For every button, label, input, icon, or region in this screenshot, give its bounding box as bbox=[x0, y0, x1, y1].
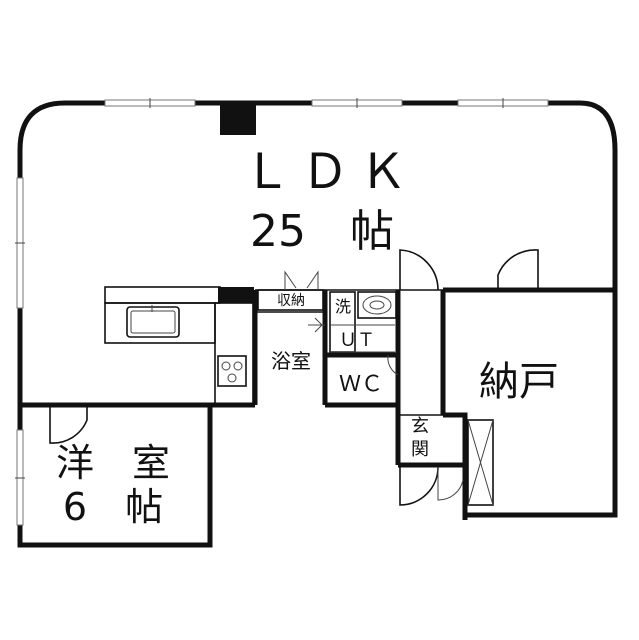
entrance-label-2: 関 bbox=[411, 439, 429, 460]
ldk-size-label: 25 帖 bbox=[250, 206, 394, 257]
bath-label: 浴室 bbox=[271, 349, 311, 373]
storage-label: 納戸 bbox=[479, 359, 559, 405]
pillar bbox=[220, 103, 256, 135]
kitchen-counter bbox=[104, 286, 254, 406]
washroom bbox=[308, 291, 397, 353]
closet bbox=[257, 270, 324, 311]
ldk-label: ＬＤＫ bbox=[243, 144, 417, 200]
interior-walls bbox=[210, 287, 615, 520]
entrance-label-1: 玄 bbox=[411, 416, 429, 437]
washer-label: 洗 bbox=[335, 297, 351, 316]
windows-top bbox=[104, 98, 549, 108]
western-room-size-label: 6 帖 bbox=[63, 485, 163, 529]
doors bbox=[49, 249, 539, 506]
wc-label: ＷＣ bbox=[339, 372, 383, 397]
western-room-label: 洋 室 bbox=[56, 441, 170, 485]
closet-label: 収納 bbox=[277, 293, 305, 309]
windows-left bbox=[15, 177, 25, 526]
utility-label: ＵＴ bbox=[339, 330, 375, 351]
